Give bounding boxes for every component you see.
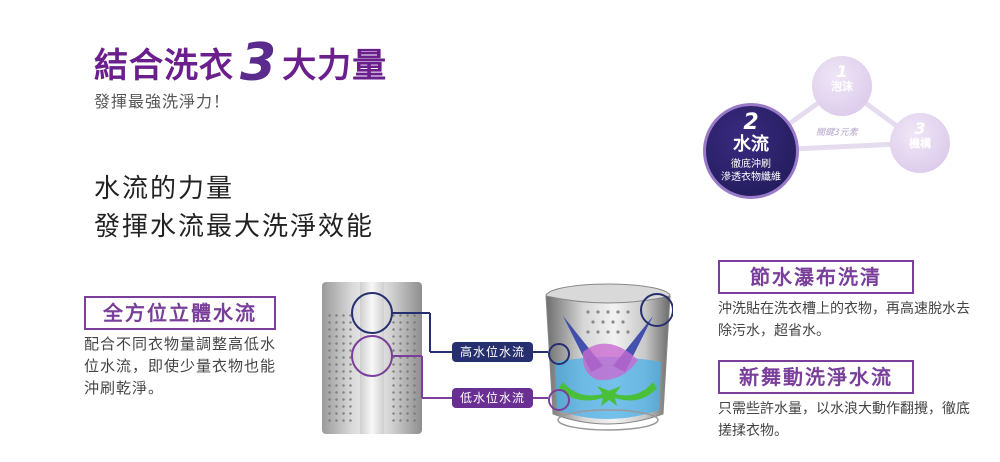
element-water-desc-1: 徹底沖刷 [731, 159, 771, 170]
drum-holes-right [390, 312, 418, 422]
page-subtitle: 發揮最強洗淨力！ [94, 92, 231, 111]
intro-line1: 水流的力量 [94, 174, 235, 204]
element-foam-number: 1 [836, 62, 848, 81]
feature-3d-waterflow-title: 全方位立體水流 [84, 296, 276, 330]
element-mechanism-number: 3 [914, 119, 926, 138]
element-water-desc-2: 滲透衣物纖維 [721, 172, 781, 183]
feature-waterfall-rinse-title: 節水瀑布洗清 [718, 260, 914, 294]
feature-dancing-waterflow-title: 新舞動洗淨水流 [718, 360, 914, 394]
page-title: 結合洗衣 3 大力量 [94, 33, 388, 93]
element-water-label: 水流 [733, 134, 769, 155]
intro-line2: 發揮水流最大洗淨效能 [94, 212, 375, 242]
feature-waterfall-rinse-desc: 沖洗貼在洗衣槽上的衣物，再高速脫水去除污水，超省水。 [718, 301, 970, 339]
drum-rib [360, 282, 384, 434]
drum-holes-left [326, 312, 354, 422]
element-foam-label: 泡沫 [831, 80, 853, 93]
element-mechanism-circle: 3 機構 [890, 113, 950, 173]
element-foam-circle: 1 泡沫 [812, 56, 872, 116]
elements-center-tag: 關鍵3元素 [816, 128, 858, 138]
drum-interior-image [322, 282, 422, 434]
element-water-circle: 2 水流 徹底沖刷 滲透衣物纖維 [703, 103, 799, 199]
washer-tub-illustration [545, 283, 673, 431]
title-part1: 結合洗衣 [94, 46, 234, 86]
feature-dancing-waterflow-desc: 只需些許水量，以水浪大動作翻攪，徹底搓揉衣物。 [718, 401, 970, 439]
element-mechanism-label: 機構 [909, 137, 931, 150]
title-number: 3 [240, 33, 277, 93]
low-water-label: 低水位水流 [452, 388, 534, 408]
intro-heading: 水流的力量 發揮水流最大洗淨效能 [94, 170, 374, 246]
title-part2: 大力量 [282, 46, 388, 86]
feature-3d-waterflow-desc: 配合不同衣物量調整高低水位水流，即使少量衣物也能沖刷乾淨。 [84, 335, 277, 397]
element-water-number: 2 [743, 110, 759, 135]
high-water-label: 高水位水流 [452, 342, 534, 362]
